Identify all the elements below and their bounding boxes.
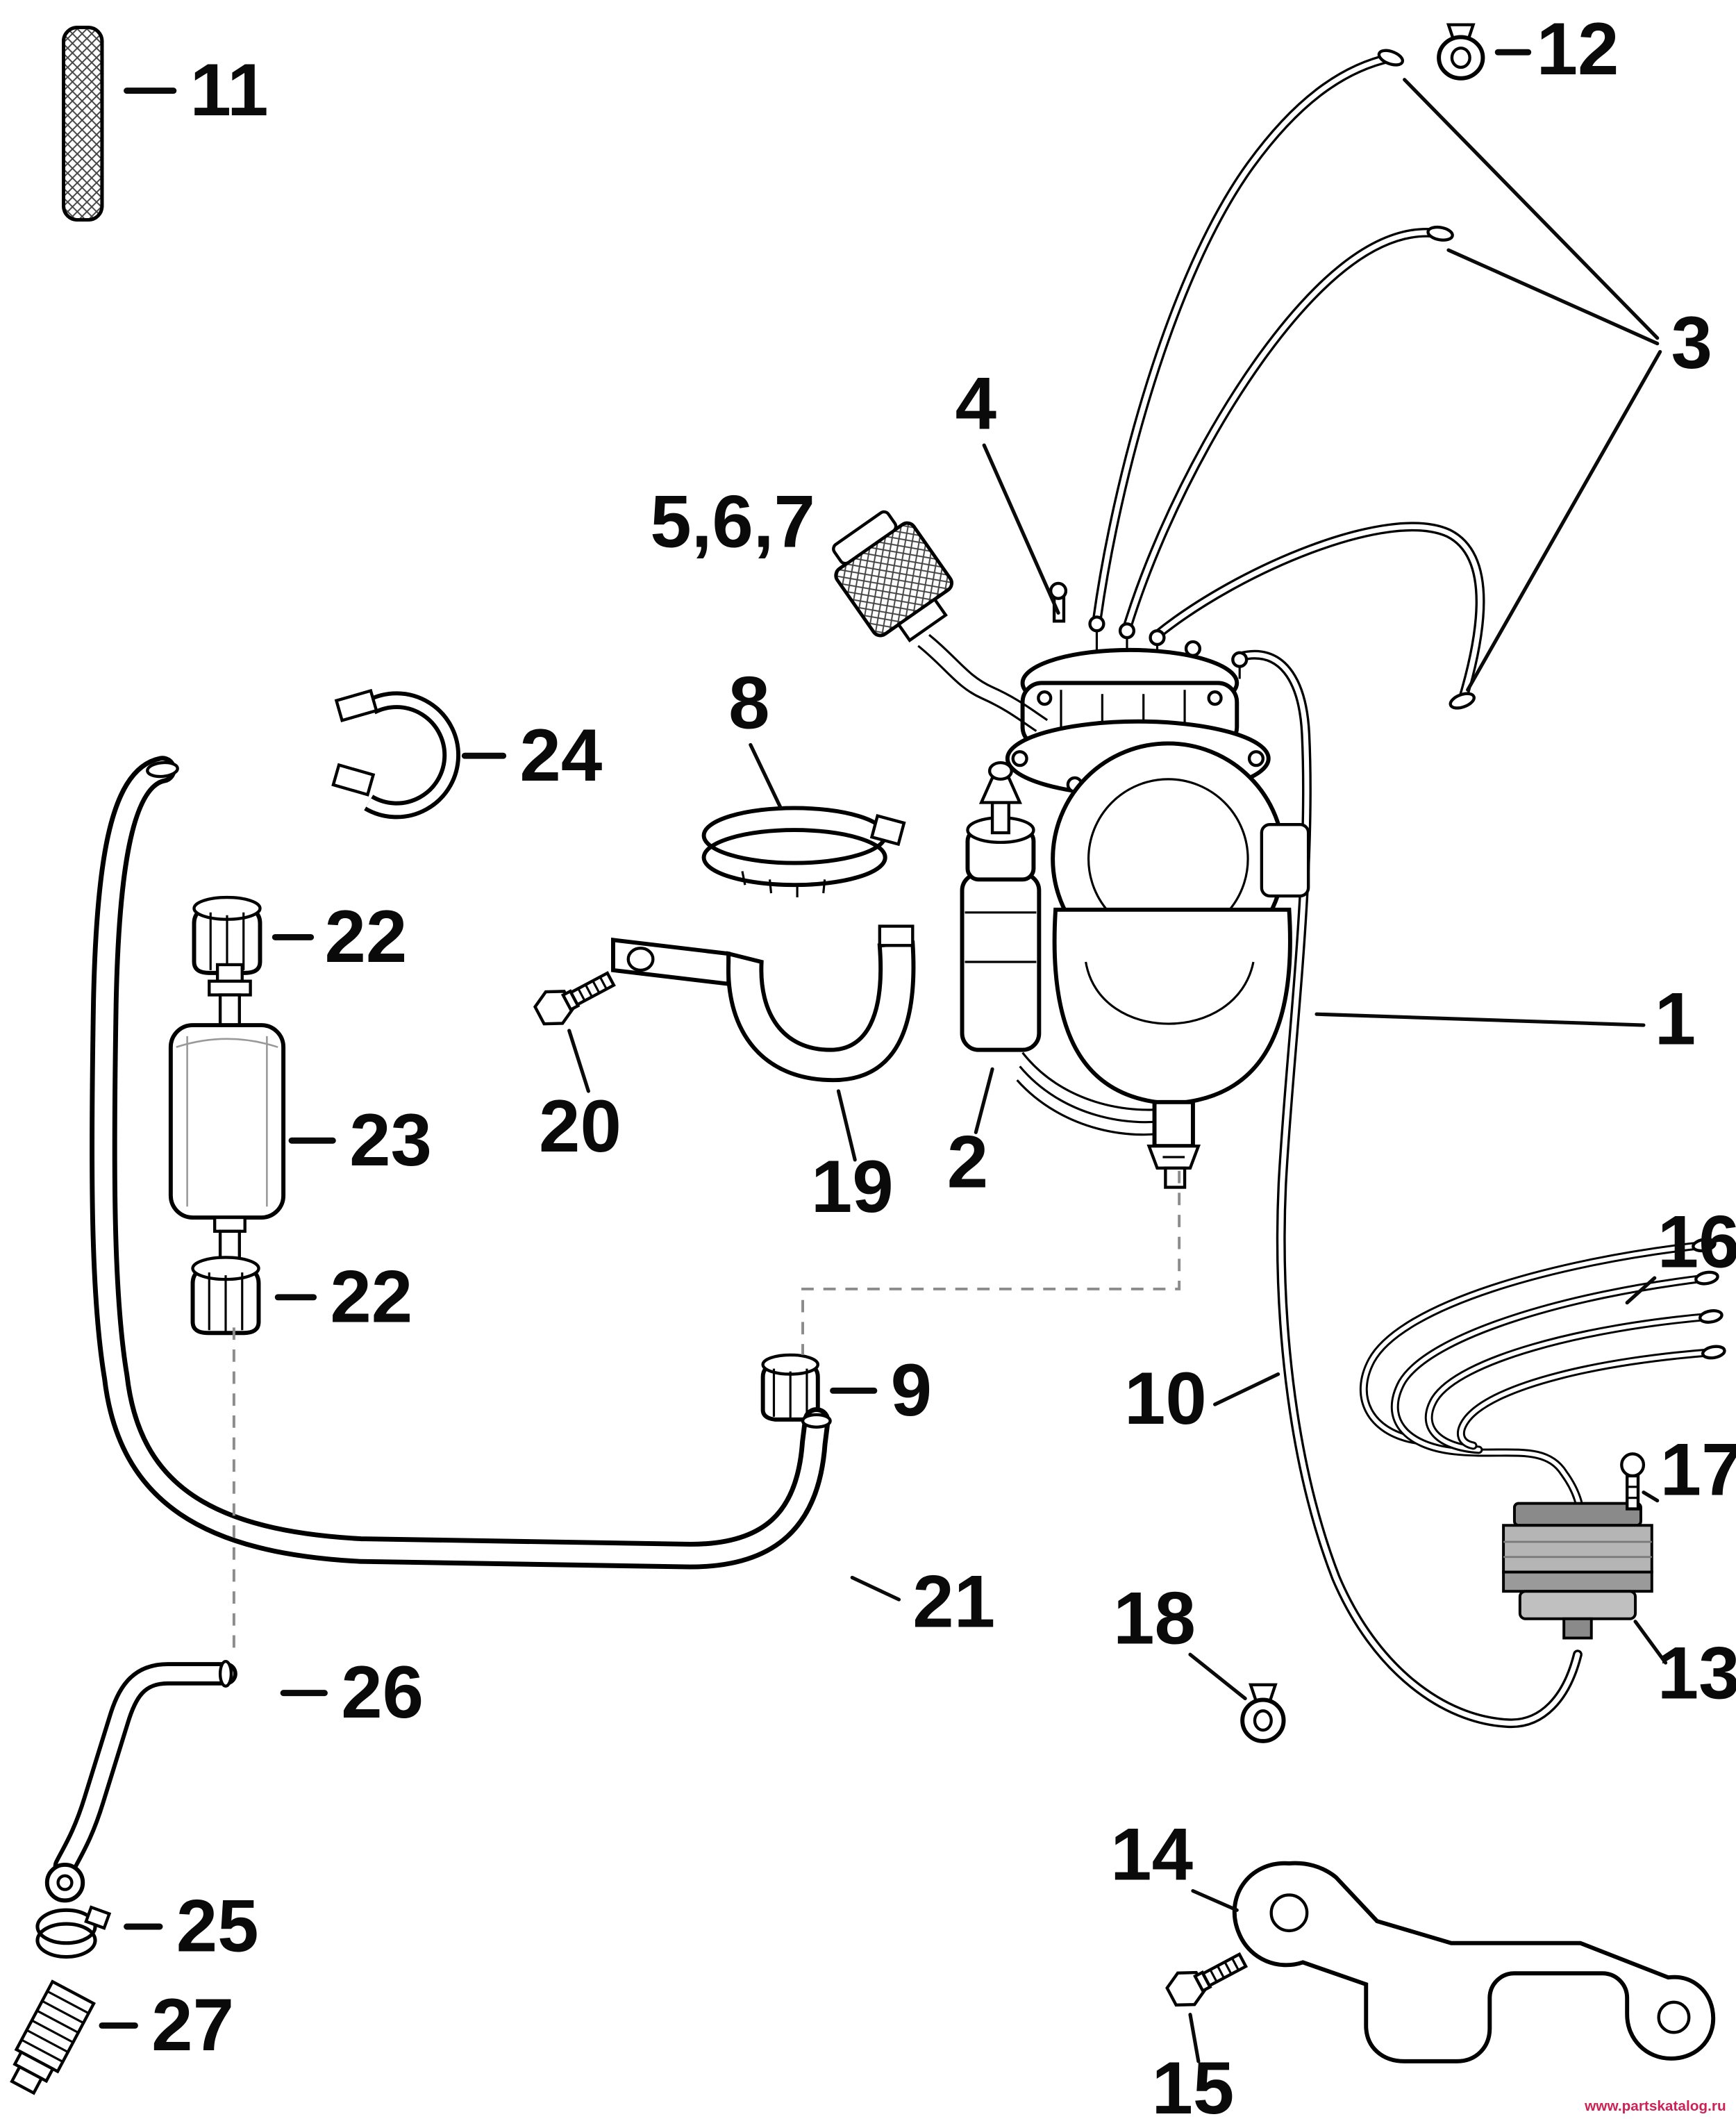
callout-1: 1: [1655, 977, 1696, 1061]
callout-20: 20: [539, 1084, 621, 1167]
callout-24: 24: [519, 713, 602, 797]
electrical-connector: [832, 510, 1049, 732]
leader-lines: [99, 49, 1668, 2063]
callout-17: 17: [1660, 1428, 1736, 1511]
band-clamp: [701, 806, 906, 898]
hose-end-cap: [1449, 692, 1476, 710]
callout-8: 8: [728, 661, 769, 745]
callout-3: 3: [1671, 301, 1712, 384]
callout-21: 21: [912, 1560, 995, 1643]
hose-nut: [760, 1353, 820, 1422]
filter-nut-lower: [190, 1256, 261, 1336]
braided-tube: [62, 26, 104, 222]
pump-bracket: [611, 924, 916, 1083]
assembly-dashed-lines: [232, 1170, 1181, 1655]
vent-screw: [1049, 581, 1068, 623]
callout-13: 13: [1658, 1631, 1736, 1715]
hose-end-cap: [1692, 1238, 1717, 1253]
filter-nut-upper: [192, 895, 262, 975]
mounting-bolt: [1165, 1952, 1249, 2007]
ribbed-fitting: [10, 1979, 96, 2095]
retainer-clamp: [331, 688, 460, 820]
callout-16: 16: [1658, 1199, 1736, 1283]
callout-26: 26: [341, 1650, 424, 1734]
callout-5-6-7: 5,6,7: [650, 479, 815, 563]
callout-18: 18: [1113, 1576, 1196, 1659]
callout-25: 25: [176, 1884, 259, 1968]
callout-22-upper: 22: [324, 895, 407, 978]
pump-outlet-barb: [1146, 1099, 1201, 1189]
hose-end-cap: [1694, 1270, 1719, 1286]
vent-hose: [44, 1659, 231, 1903]
long-fuel-hose: [103, 761, 832, 1556]
fuel-pump-assembly: [960, 581, 1310, 1189]
fuel-hoses-group: [1096, 49, 1726, 1724]
callout-14: 14: [1110, 1813, 1193, 1896]
callout-23: 23: [349, 1098, 432, 1181]
callout-10: 10: [1124, 1356, 1207, 1440]
hose-grommet: [1240, 1683, 1286, 1743]
callout-19: 19: [811, 1145, 894, 1228]
pressure-regulator: [1502, 1502, 1653, 1640]
hose-end-cap: [1701, 1345, 1726, 1360]
hose-end-cap: [1377, 49, 1405, 67]
callout-4: 4: [955, 361, 996, 444]
callout-22-lower: 22: [330, 1254, 412, 1338]
callout-15: 15: [1152, 2046, 1235, 2119]
callout-11: 11: [190, 48, 269, 131]
small-hose-clamp: [35, 1905, 112, 1959]
callout-9: 9: [891, 1348, 932, 1431]
mounting-bracket: [1232, 1861, 1716, 2063]
hose-clip: [1437, 23, 1485, 81]
callout-27: 27: [151, 1983, 234, 2066]
bracket-bolt: [533, 971, 616, 1026]
regulator-screw: [1620, 1452, 1646, 1511]
callout-labels: 11 12 3 4 5,6,7 8 24 22 23 22 20 19 2 1 …: [151, 7, 1736, 2119]
solenoid-valve: [960, 761, 1042, 1052]
hose-end-cap: [1699, 1309, 1724, 1324]
fuel-filter: [168, 963, 286, 1266]
hose-end-cap: [1426, 225, 1454, 242]
callout-12: 12: [1537, 7, 1619, 90]
callout-2: 2: [947, 1120, 988, 1204]
watermark: www.partskatalog.ru: [1584, 2098, 1726, 2114]
